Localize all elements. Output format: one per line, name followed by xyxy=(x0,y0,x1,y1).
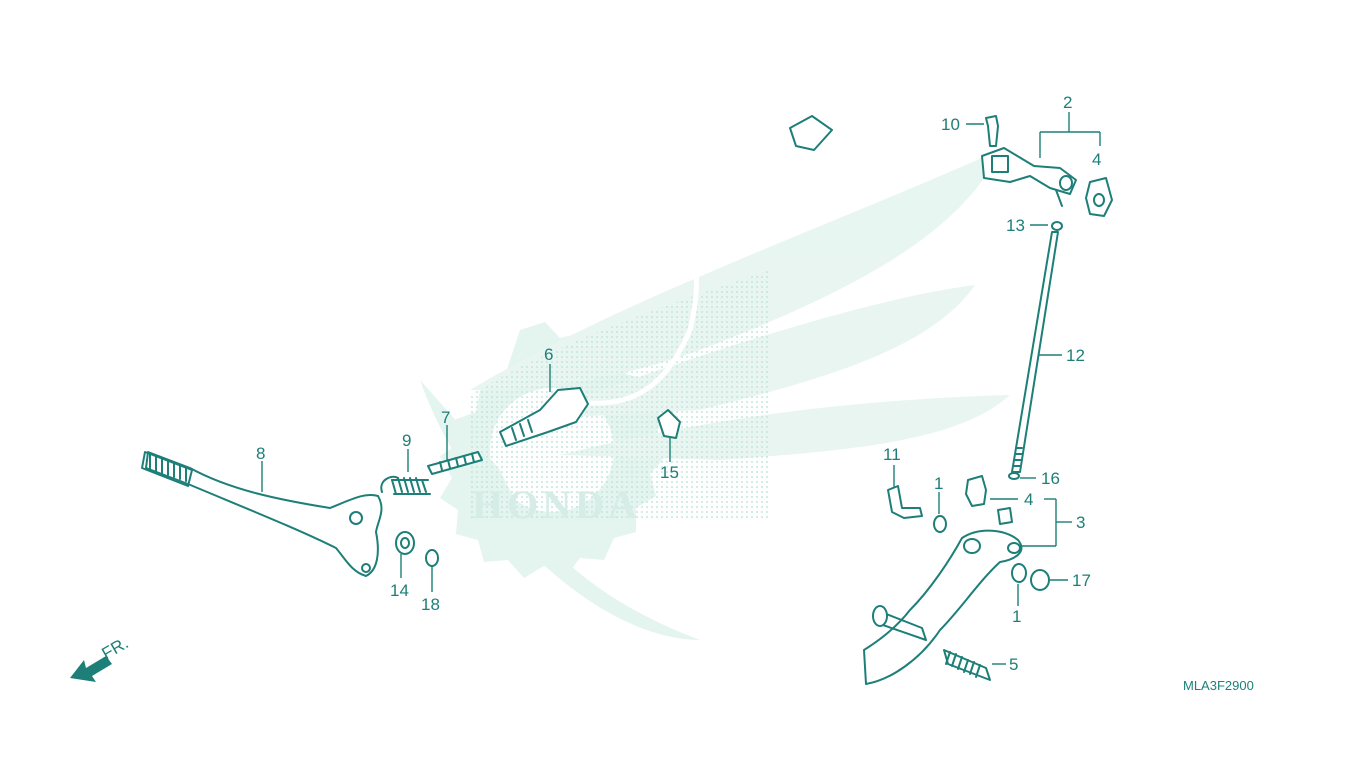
wire-clamp xyxy=(657,409,681,439)
gear-shift-pedal xyxy=(141,451,383,577)
bolt-10 xyxy=(985,115,999,147)
pivot-bolt-11 xyxy=(887,485,923,519)
brake-pedal xyxy=(863,529,1023,685)
callouts: 8 9 7 6 15 14 18 10 2 4 13 12 16 11 1 4 … xyxy=(256,93,1101,674)
pin-16 xyxy=(1008,472,1020,480)
callout-11: 11 xyxy=(883,445,901,464)
callout-4-lower: 4 xyxy=(1024,490,1033,509)
return-spring xyxy=(380,475,431,495)
brake-arm-upper xyxy=(981,147,1077,207)
callout-10: 10 xyxy=(941,115,960,134)
callout-2: 2 xyxy=(1063,93,1072,112)
leader-lines xyxy=(261,112,1101,665)
stop-switch-assembly xyxy=(499,115,833,447)
callout-16: 16 xyxy=(1041,469,1060,488)
callout-8: 8 xyxy=(256,444,265,463)
push-rod xyxy=(1011,231,1059,473)
bolt-4-lower xyxy=(965,475,1013,525)
nut-13 xyxy=(1051,221,1063,231)
callout-5: 5 xyxy=(1009,655,1018,674)
watermark-wordmark: HONDA xyxy=(472,482,641,527)
callout-3: 3 xyxy=(1076,513,1085,532)
callout-1-lower: 1 xyxy=(1012,607,1021,626)
snap-ring-18 xyxy=(425,549,439,567)
callout-1-upper: 1 xyxy=(934,474,943,493)
callout-6: 6 xyxy=(544,345,553,364)
rod-joint xyxy=(1085,177,1113,217)
front-direction-arrow: FR. xyxy=(70,633,132,682)
pivot-pin xyxy=(427,451,483,475)
callout-17: 17 xyxy=(1072,571,1091,590)
callout-7: 7 xyxy=(441,408,450,427)
callout-9: 9 xyxy=(402,431,411,450)
callout-4-upper: 4 xyxy=(1092,150,1101,169)
callout-12: 12 xyxy=(1066,346,1085,365)
honda-wing-watermark: HONDA xyxy=(420,150,1010,640)
callout-13: 13 xyxy=(1006,216,1025,235)
washer-17 xyxy=(1030,569,1050,591)
washer-14 xyxy=(395,531,415,555)
callout-14: 14 xyxy=(390,581,409,600)
drawing-code: MLA3F2900 xyxy=(1183,678,1254,693)
washer-1-upper xyxy=(933,515,947,533)
callout-18: 18 xyxy=(421,595,440,614)
washer-1-lower xyxy=(1011,563,1027,583)
callout-15: 15 xyxy=(660,463,679,482)
